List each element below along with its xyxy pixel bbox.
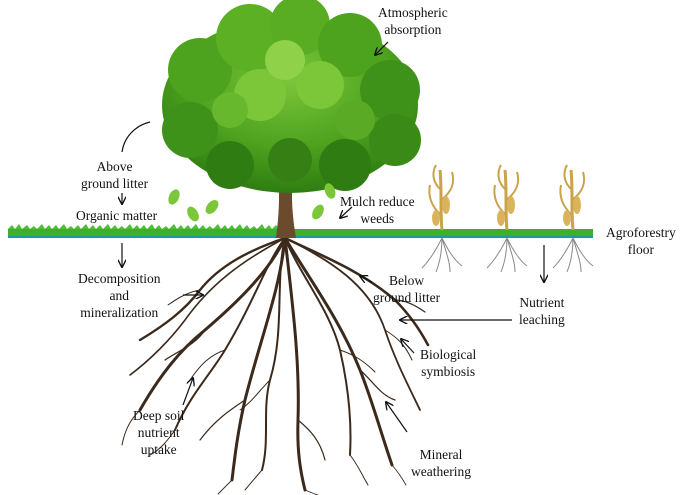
label-deep-soil-uptake: Deep soil nutrient uptake bbox=[133, 408, 185, 457]
arrow-mineral bbox=[386, 402, 408, 433]
crop-plant-1 bbox=[421, 164, 463, 273]
label-mulch-reduce-weeds: Mulch reduce weeds bbox=[340, 194, 415, 226]
label-agroforestry-floor: Agroforestry floor bbox=[606, 225, 676, 257]
label-below-ground-litter: Below ground litter bbox=[373, 273, 441, 305]
arrow-deep-soil bbox=[182, 378, 193, 406]
label-above-ground-litter: Above ground litter bbox=[81, 159, 149, 191]
arrow-atmospheric bbox=[375, 41, 389, 55]
agroforestry-floor bbox=[8, 224, 593, 238]
tree-canopy bbox=[162, 0, 421, 193]
label-atmospheric-absorption: Atmospheric absorption bbox=[378, 5, 448, 37]
label-organic-matter: Organic matter bbox=[76, 208, 158, 223]
falling-leaves bbox=[168, 183, 336, 222]
arc-above-litter bbox=[121, 121, 151, 153]
crop-plant-2 bbox=[486, 164, 528, 273]
arrow-symbiosis bbox=[401, 339, 415, 354]
arrow-below-litter bbox=[360, 276, 373, 282]
label-nutrient-leaching: Nutrient leaching bbox=[519, 295, 565, 327]
tree-roots bbox=[121, 236, 430, 495]
label-biological-symbiosis: Biological symbiosis bbox=[420, 347, 477, 379]
crop-plant-3 bbox=[552, 164, 594, 273]
diagram-arrows bbox=[121, 41, 544, 433]
label-mineral-weathering: Mineral weathering bbox=[411, 447, 471, 479]
label-decomposition: Decomposition and mineralization bbox=[78, 271, 161, 320]
arrow-mulch bbox=[340, 206, 353, 218]
